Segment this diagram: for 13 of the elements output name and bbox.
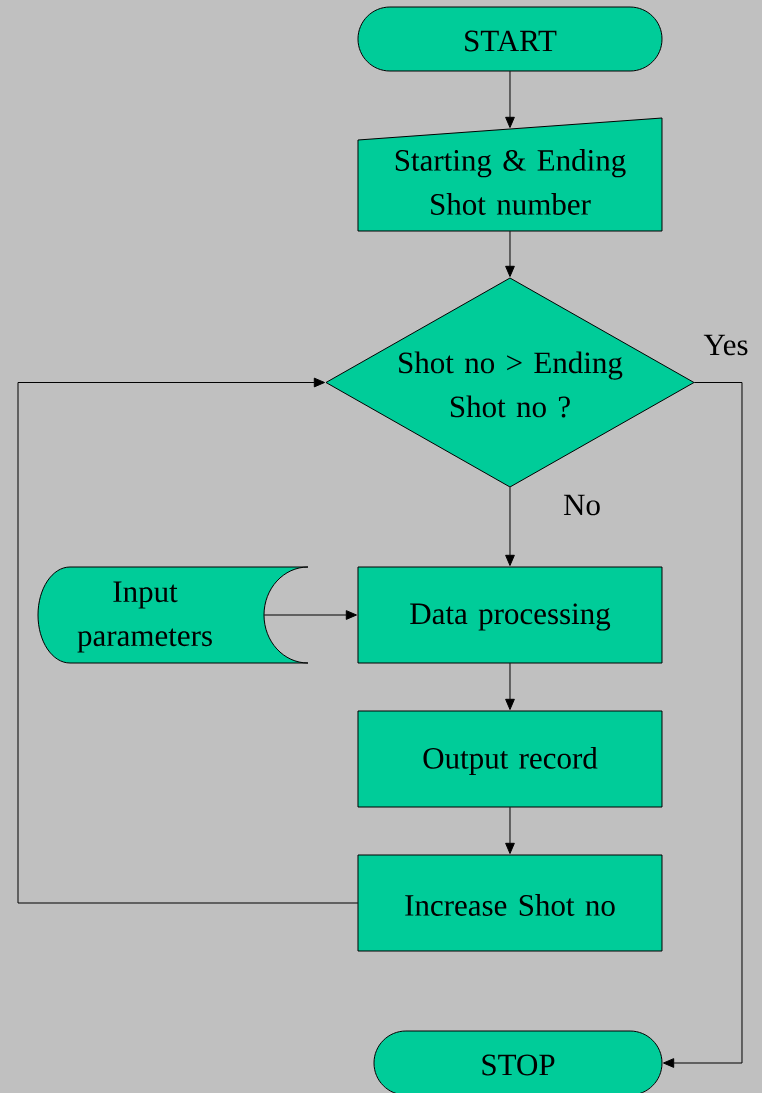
arrow [505,662,515,710]
process-box: Increase Shot no [357,854,663,952]
arrow [505,806,515,854]
arrow [505,486,515,566]
edge-label: Yes [702,333,750,357]
process-box: Data processing [357,566,663,664]
arrow [263,610,357,620]
arrow [505,230,515,277]
process-box: Output record [357,710,663,808]
edge-label: No [562,493,602,517]
arrow [17,377,359,904]
arrow [663,382,743,1068]
arrow [505,70,515,128]
